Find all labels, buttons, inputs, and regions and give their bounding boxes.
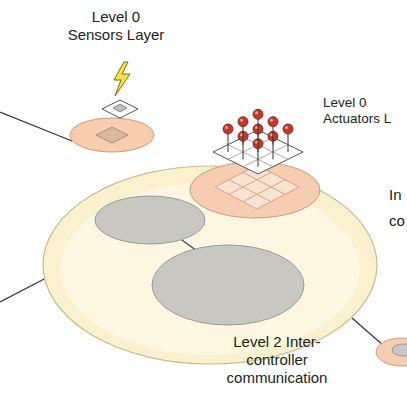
lightning-bolt	[114, 62, 130, 96]
ball-highlight	[285, 126, 288, 129]
sensor-plane	[102, 100, 138, 118]
controller-ellipse	[95, 196, 205, 244]
actuator-pin	[288, 132, 289, 152]
actuator-node: Level 0 Actuators L	[185, 95, 407, 225]
actuator-ball	[238, 117, 248, 127]
grid-line	[243, 145, 288, 167]
sensor-node: Level 0 Sensors Layer	[60, 8, 170, 158]
sensor-chip	[113, 104, 127, 112]
ball-highlight	[240, 119, 243, 122]
actuator-ball	[283, 124, 293, 134]
wire	[0, 276, 50, 302]
ball-highlight	[270, 119, 273, 122]
actuator-ball	[223, 124, 233, 134]
layer-label: Level 0 Sensors Layer	[65, 8, 167, 44]
grid-line	[243, 180, 285, 202]
actuator-pin	[258, 117, 259, 137]
wire	[0, 112, 72, 141]
ball-highlight	[225, 126, 228, 129]
layer-label: Level 2 Inter-controller communication	[215, 333, 339, 387]
sensor-ellipse	[70, 118, 154, 152]
remote-core	[392, 344, 407, 356]
actuator-ball	[268, 117, 278, 127]
wire	[352, 318, 384, 346]
layer-label: In	[389, 186, 402, 204]
ball-highlight	[255, 111, 258, 114]
actuator-pin	[243, 125, 244, 145]
actuator-ball	[253, 109, 263, 119]
actuator-pin	[228, 132, 229, 152]
layer-label: co	[389, 212, 405, 230]
actuator-pin	[273, 125, 274, 145]
sensor-pad	[96, 127, 128, 143]
remote-ellipse	[376, 338, 407, 366]
layer-label: Level 0 Actuators L	[323, 95, 407, 127]
network-node: Level 2 Inter-controller communicationLe…	[40, 165, 380, 370]
controller-ellipse	[152, 245, 304, 325]
